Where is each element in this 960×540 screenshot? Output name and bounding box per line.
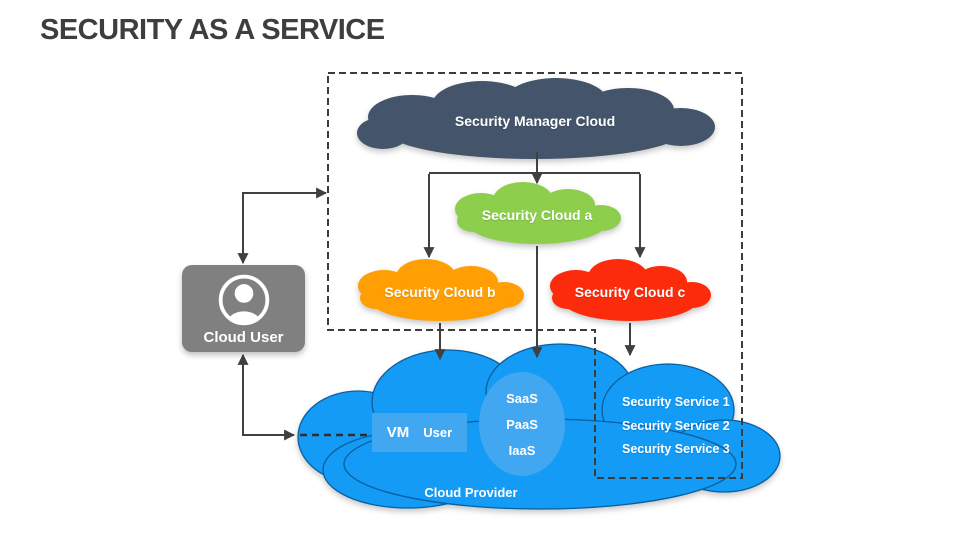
security-cloud-c-shape	[550, 259, 711, 321]
security-service-2: Security Service 2	[622, 418, 730, 433]
cloud-user-label: Cloud User	[203, 329, 284, 346]
connectors	[237, 152, 646, 441]
connector-user-to-provider	[237, 353, 296, 441]
vm-user-label: User	[423, 425, 453, 440]
security-cloud-c-label: Security Cloud c	[574, 284, 686, 300]
security-cloud-a-label: Security Cloud a	[481, 207, 593, 223]
service-stack-ellipse: SaaS PaaS IaaS	[479, 372, 565, 476]
vm-label: VM	[386, 424, 410, 441]
cloud-provider-label: Cloud Provider	[424, 485, 518, 500]
page-title: SECURITY AS A SERVICE	[40, 14, 385, 46]
stack-item-saas: SaaS	[506, 390, 538, 406]
security-manager-cloud-label: Security Manager Cloud	[454, 113, 616, 129]
security-cloud-b-label: Security Cloud b	[384, 284, 496, 300]
security-service-3: Security Service 3	[622, 442, 730, 456]
security-cloud-a-shape	[455, 182, 621, 244]
person-icon	[218, 274, 269, 326]
security-services-list: Security Service 1 Security Service 2 Se…	[622, 391, 752, 462]
cloud-user-box: Cloud User	[182, 265, 305, 352]
security-manager-cloud-shape	[357, 78, 715, 159]
stack-item-iaas: IaaS	[508, 442, 536, 458]
vm-box: VM User	[372, 413, 467, 452]
security-cloud-b-shape	[358, 259, 524, 321]
connector-user-to-security-area	[237, 187, 328, 265]
stack-item-paas: PaaS	[506, 416, 538, 432]
security-service-1: Security Service 1	[622, 395, 730, 409]
security-boundary-dashed-border	[327, 72, 743, 479]
